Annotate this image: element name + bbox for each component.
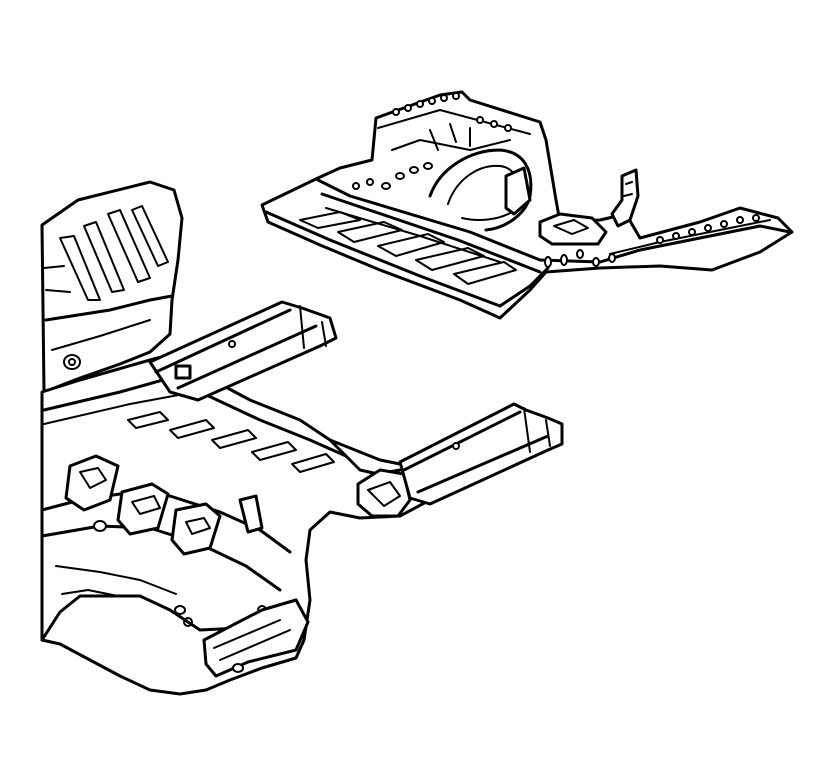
- left-frame-rail: [148, 300, 338, 402]
- front-floor-and-dash: [40, 180, 452, 696]
- top-flange-holes: [352, 92, 512, 190]
- right-flange-holes: [544, 214, 760, 268]
- right-frame-rail: [398, 402, 564, 506]
- rear-floor-pan: [260, 90, 794, 320]
